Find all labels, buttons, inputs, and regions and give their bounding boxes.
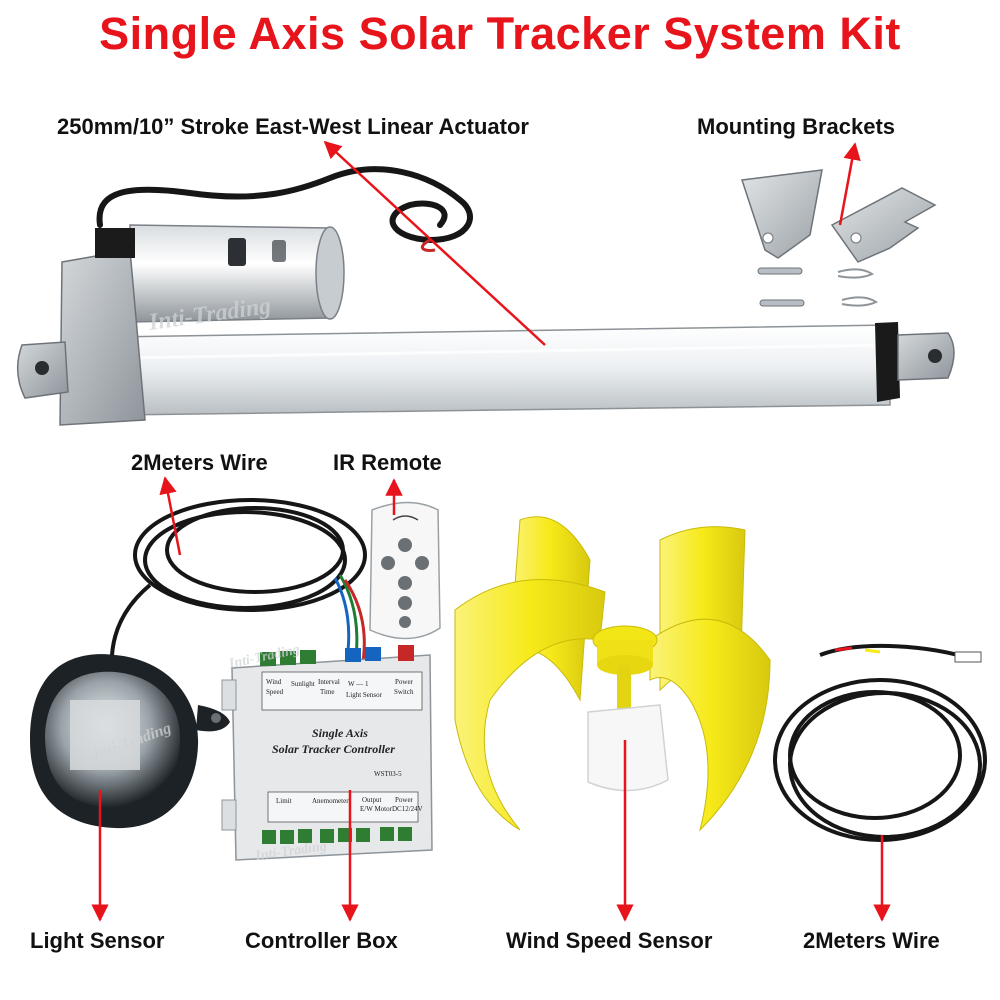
svg-text:Anemometer: Anemometer <box>312 797 349 805</box>
svg-text:Switch: Switch <box>394 688 414 696</box>
svg-text:E/W Motor: E/W Motor <box>360 805 393 813</box>
svg-text:DC12/24V: DC12/24V <box>392 805 423 813</box>
svg-text:Output: Output <box>362 796 382 804</box>
linear-actuator: Inti-Trading <box>16 166 955 426</box>
svg-text:Time: Time <box>320 688 335 696</box>
svg-text:Wind: Wind <box>266 678 282 686</box>
svg-text:Single Axis: Single Axis <box>312 726 368 740</box>
ir-remote <box>369 501 441 640</box>
svg-text:W — 1: W — 1 <box>348 680 369 688</box>
wire-coil-right <box>773 643 987 842</box>
mounting-brackets <box>741 169 937 307</box>
svg-text:Power: Power <box>395 796 414 804</box>
svg-text:Light Sensor: Light Sensor <box>346 691 383 699</box>
svg-text:Speed: Speed <box>266 688 284 696</box>
svg-text:Solar Tracker Controller: Solar Tracker Controller <box>272 742 395 756</box>
actuator-label: 250mm/10” Stroke East-West Linear Actuat… <box>57 114 529 139</box>
wind-speed-sensor <box>454 516 771 832</box>
controller-box-label: Controller Box <box>245 928 398 953</box>
svg-text:Limit: Limit <box>276 797 292 805</box>
remote-label: IR Remote <box>333 450 442 475</box>
light-sensor-label: Light Sensor <box>30 928 165 953</box>
svg-text:Power: Power <box>395 678 414 686</box>
wire-left-label: 2Meters Wire <box>131 450 268 475</box>
light-sensor: Inti-Trading <box>30 654 230 829</box>
page-title: Single Axis Solar Tracker System Kit <box>99 8 901 59</box>
brackets-label: Mounting Brackets <box>697 114 896 139</box>
callout-arrows <box>91 140 891 922</box>
svg-text:Interval: Interval <box>318 678 340 686</box>
wire-coil-left <box>109 498 367 671</box>
controller-box: Wind Speed Sunlight Interval Time W — 1 … <box>221 642 433 864</box>
svg-text:WST03-5: WST03-5 <box>374 770 402 778</box>
svg-text:Sunlight: Sunlight <box>291 680 315 688</box>
wire-right-label: 2Meters Wire <box>803 928 940 953</box>
wind-sensor-label: Wind Speed Sensor <box>506 928 713 953</box>
